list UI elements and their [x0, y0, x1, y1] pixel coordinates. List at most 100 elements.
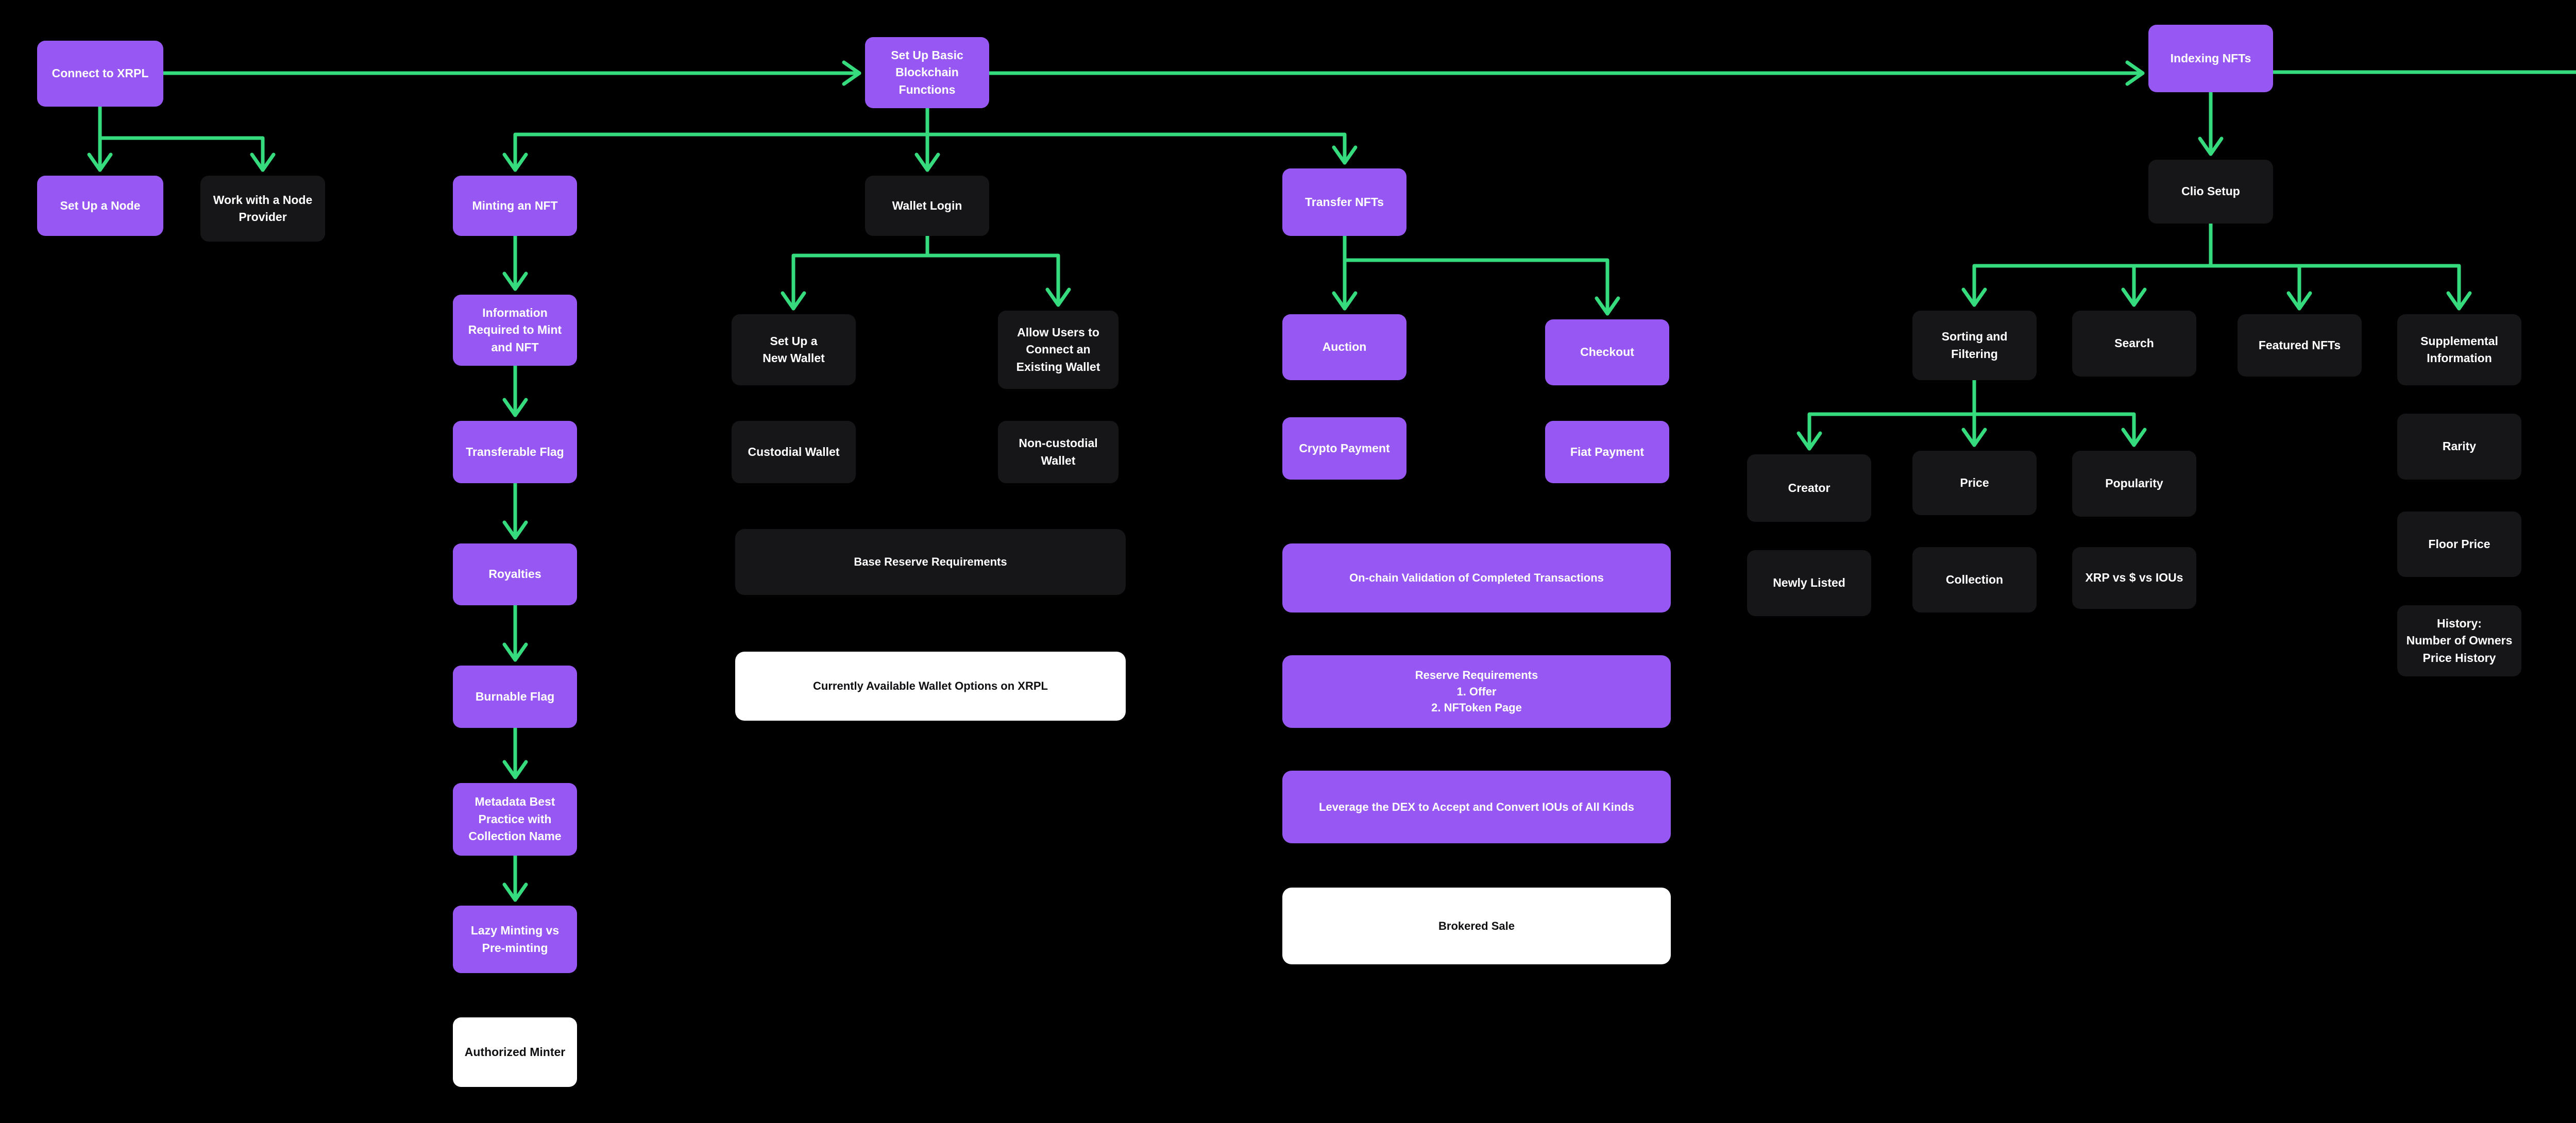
node-wallet-options-xrpl[interactable]: Currently Available Wallet Options on XR… [735, 652, 1126, 721]
node-authorized-minter[interactable]: Authorized Minter [453, 1017, 577, 1087]
connector-indexing-to-clio [2198, 90, 2224, 156]
arrowhead-icon [1961, 428, 1987, 447]
node-label-collection: Collection [1945, 572, 2004, 586]
node-label-transfer-nfts: Transfer NFTs [1305, 195, 1384, 209]
node-transferable-flag[interactable]: Transferable Flag [453, 421, 577, 483]
connector-transfer-to-checkout [1343, 234, 1620, 316]
arrowhead-icon [2198, 137, 2224, 156]
arrowhead-icon [2286, 291, 2312, 311]
node-newly-listed[interactable]: Newly Listed [1747, 550, 1871, 616]
node-collection[interactable]: Collection [1912, 547, 2037, 612]
node-connect-to-xrpl[interactable]: Connect to XRPL [37, 41, 163, 107]
arrowhead-icon [914, 152, 940, 172]
connector-clio-to-supplemental [2209, 222, 2472, 311]
node-label-base-reserve-requirements: Base Reserve Requirements [854, 555, 1007, 569]
connector-basic-to-transfer [925, 106, 1358, 165]
node-onchain-validation[interactable]: On-chain Validation of Completed Transac… [1282, 543, 1671, 612]
node-label-newly-listed: Newly Listed [1773, 576, 1845, 590]
node-label-non-custodial-wallet: Non-custodial Wallet [1019, 436, 1098, 467]
node-wallet-login[interactable]: Wallet Login [865, 176, 989, 236]
arrowhead-icon [250, 152, 276, 172]
node-price[interactable]: Price [1912, 451, 2037, 515]
node-set-up-a-node[interactable]: Set Up a Node [37, 176, 163, 236]
node-label-supplemental-information: Supplemental Information [2420, 334, 2498, 365]
node-label-xrp-vs-usd-vs-ious: XRP vs $ vs IOUs [2085, 571, 2183, 585]
node-label-featured-nfts: Featured NFTs [2258, 338, 2341, 352]
node-label-brokered-sale: Brokered Sale [1438, 919, 1515, 932]
node-rarity[interactable]: Rarity [2397, 414, 2521, 480]
node-label-set-up-a-node: Set Up a Node [60, 198, 141, 212]
arrowhead-icon [2446, 291, 2472, 311]
node-custodial-wallet[interactable]: Custodial Wallet [732, 421, 856, 483]
node-label-indexing-nfts: Indexing NFTs [2170, 51, 2251, 65]
node-label-metadata-best-practice: Metadata Best Practice with Collection N… [468, 795, 562, 843]
node-label-wallet-options-xrpl: Currently Available Wallet Options on XR… [813, 679, 1048, 693]
arrowhead-icon [502, 271, 528, 291]
arrowhead-icon [1332, 291, 1358, 311]
node-creator[interactable]: Creator [1747, 454, 1871, 522]
node-information-required[interactable]: Information Required to Mint and NFT [453, 295, 577, 366]
node-label-leverage-the-dex: Leverage the DEX to Accept and Convert I… [1318, 800, 1635, 813]
node-auction[interactable]: Auction [1282, 314, 1406, 380]
arrowhead-icon [1595, 296, 1620, 316]
node-label-clio-setup: Clio Setup [2181, 184, 2240, 198]
node-burnable-flag[interactable]: Burnable Flag [453, 666, 577, 728]
node-non-custodial-wallet[interactable]: Non-custodial Wallet [998, 421, 1118, 483]
connector-clio-to-search [2121, 222, 2213, 307]
node-xrp-vs-usd-vs-ious[interactable]: XRP vs $ vs IOUs [2072, 547, 2196, 609]
node-supplemental-information[interactable]: Supplemental Information [2397, 314, 2521, 385]
arrowhead-icon [781, 291, 806, 311]
node-label-set-up-basic-blockchain: Set Up Basic Blockchain Functions [891, 48, 963, 96]
node-label-information-required: Information Required to Mint and NFT [468, 305, 562, 354]
node-royalties[interactable]: Royalties [453, 543, 577, 605]
connector-sorting-to-price [1961, 378, 1987, 447]
node-label-burnable-flag: Burnable Flag [475, 689, 555, 703]
arrowhead-icon [502, 760, 528, 779]
node-minting-an-nft[interactable]: Minting an NFT [453, 176, 577, 236]
node-featured-nfts[interactable]: Featured NFTs [2238, 314, 2362, 377]
node-work-with-a-node-provider[interactable]: Work with a Node Provider [200, 176, 325, 242]
connector-setup-basic-to-indexing [987, 60, 2145, 86]
node-crypto-payment[interactable]: Crypto Payment [1282, 417, 1406, 480]
node-set-up-basic-blockchain[interactable]: Set Up Basic Blockchain Functions [865, 37, 989, 108]
node-checkout[interactable]: Checkout [1545, 319, 1669, 385]
node-label-search: Search [2114, 336, 2154, 350]
node-label-authorized-minter: Authorized Minter [464, 1045, 566, 1059]
connector-transferable-to-royalties [502, 481, 528, 540]
arrowhead-icon [502, 152, 528, 172]
node-label-onchain-validation: On-chain Validation of Completed Transac… [1349, 571, 1604, 585]
node-label-sorting-and-filtering: Sorting and Filtering [1941, 330, 2008, 361]
node-leverage-the-dex[interactable]: Leverage the DEX to Accept and Convert I… [1282, 771, 1671, 843]
node-allow-users-connect[interactable]: Allow Users to Connect an Existing Walle… [998, 311, 1118, 389]
node-sorting-and-filtering[interactable]: Sorting and Filtering [1912, 311, 2037, 380]
node-clio-setup[interactable]: Clio Setup [2148, 160, 2273, 224]
connector-information-to-transferable [502, 364, 528, 417]
node-label-connect-to-xrpl: Connect to XRPL [52, 66, 149, 80]
connector-connect-to-set-up-node [87, 105, 113, 172]
node-search[interactable]: Search [2072, 311, 2196, 377]
node-transfer-nfts[interactable]: Transfer NFTs [1282, 168, 1406, 236]
node-history[interactable]: History: Number of Owners Price History [2397, 605, 2521, 676]
connector-royalties-to-burnable [502, 603, 528, 662]
arrowhead-icon [1961, 287, 1987, 307]
node-floor-price[interactable]: Floor Price [2397, 512, 2521, 577]
node-reserve-requirements[interactable]: Reserve Requirements 1. Offer 2. NFToken… [1282, 655, 1671, 728]
node-label-reserve-requirements: Reserve Requirements 1. Offer 2. NFToken… [1415, 668, 1538, 714]
node-indexing-nfts[interactable]: Indexing NFTs [2148, 25, 2273, 92]
node-fiat-payment[interactable]: Fiat Payment [1545, 421, 1669, 483]
arrowhead-icon [842, 60, 861, 86]
node-base-reserve-requirements[interactable]: Base Reserve Requirements [735, 529, 1126, 595]
node-label-fiat-payment: Fiat Payment [1570, 445, 1645, 458]
arrowhead-icon [502, 882, 528, 902]
node-metadata-best-practice[interactable]: Metadata Best Practice with Collection N… [453, 783, 577, 856]
node-lazy-minting[interactable]: Lazy Minting vs Pre-minting [453, 906, 577, 973]
connector-transfer-to-auction [1332, 234, 1358, 311]
node-popularity[interactable]: Popularity [2072, 451, 2196, 517]
node-label-popularity: Popularity [2105, 477, 2163, 490]
connector-connect-to-setup-basic [161, 60, 861, 86]
node-set-up-a-new-wallet[interactable]: Set Up a New Wallet [732, 314, 856, 385]
node-label-custodial-wallet: Custodial Wallet [748, 445, 840, 458]
node-brokered-sale[interactable]: Brokered Sale [1282, 888, 1671, 964]
arrowhead-icon [502, 398, 528, 417]
